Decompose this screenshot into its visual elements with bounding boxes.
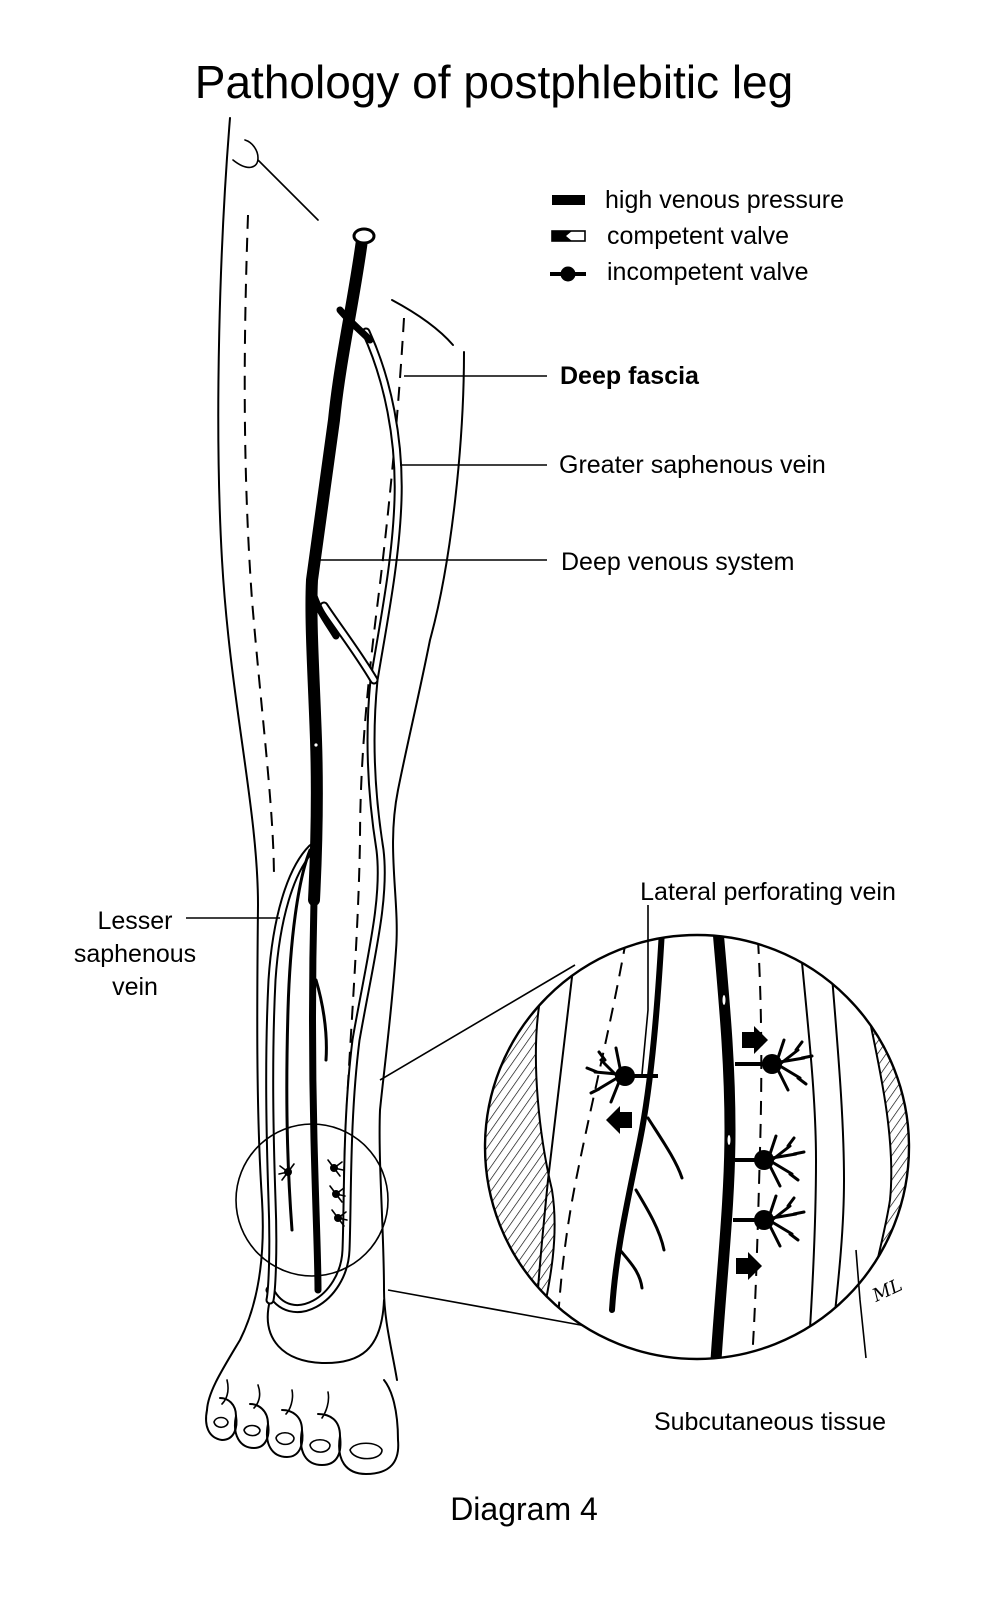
toenail: [213, 1416, 229, 1429]
inset-perforator-right-1: [735, 1038, 814, 1092]
toe-big: [338, 1379, 400, 1475]
flow-arrow-left: [606, 1106, 632, 1134]
artist-signature: ML: [868, 1275, 905, 1307]
label-lateral-perforating-vein: Lateral perforating vein: [640, 878, 896, 906]
label-deep-venous-system: Deep venous system: [561, 548, 794, 576]
deep-fascia-lines: [243, 214, 405, 1181]
label-subcutaneous-tissue: Subcutaneous tissue: [654, 1408, 886, 1436]
inset-fascia-right: [751, 939, 763, 1359]
zoom-line-top: [379, 964, 576, 1081]
deep-vein-branch: [308, 586, 340, 640]
leg-outline-right: [378, 351, 465, 1381]
legend-symbol-incompetent-valve: [550, 266, 586, 282]
gsv-branch-inner: [321, 603, 377, 683]
legend-symbol-competent-valve: [551, 230, 586, 242]
deep-vein-branch-top: [336, 306, 374, 344]
lesser-saphenous-outer: [265, 843, 317, 1305]
diagram-caption: Diagram 4: [450, 1491, 598, 1527]
greater-saphenous-vein: [265, 327, 403, 1313]
legend: high venous pressure competent valve inc…: [550, 186, 844, 286]
inset-vein-left: [609, 935, 665, 1313]
ankle-highlight-circle: [235, 1123, 389, 1277]
lesser-saphenous-inner: [267, 845, 315, 1303]
inset-perforator-right-2: [735, 1134, 806, 1188]
page-title: Pathology of postphlebitic leg: [195, 56, 793, 108]
inset-perforator-right-3: [733, 1194, 806, 1248]
leg-outline-left: [206, 117, 264, 1411]
legend-symbol-high-pressure: [552, 195, 585, 205]
foot-dorsum: [266, 1299, 385, 1365]
toes: [205, 1379, 400, 1475]
legend-label-incompetent-valve: incompetent valve: [607, 258, 809, 286]
deep-venous-system: [285, 227, 376, 1294]
fascia-line-left: [243, 214, 275, 881]
inset-circle: [483, 933, 911, 1361]
inset-branch: [618, 1248, 644, 1290]
ankle-perforators: [278, 1159, 348, 1227]
magnified-inset: ML: [483, 933, 911, 1361]
toe-5: [205, 1397, 238, 1441]
label-leaders: [186, 375, 867, 1359]
thigh-fold: [391, 299, 454, 346]
valve-mark: [727, 1135, 731, 1145]
toenail: [349, 1442, 383, 1460]
valve-mark: [333, 354, 337, 358]
valve-mark: [722, 995, 726, 1005]
inset-perforator-left: [585, 1046, 658, 1104]
toe-2: [300, 1413, 342, 1466]
valve-mark: [314, 743, 318, 747]
deep-vein-posterior-tibial: [285, 848, 312, 1232]
toe-4: [234, 1403, 270, 1449]
inset-fascia-left: [555, 939, 627, 1359]
toenail: [243, 1424, 261, 1437]
greater-saphenous-inner: [267, 329, 401, 1311]
lesser-saphenous-vein: [265, 843, 317, 1305]
label-lesser-saphenous-line3: vein: [112, 973, 158, 1001]
fascia-line-right: [343, 317, 405, 1181]
legend-label-competent-valve: competent valve: [607, 222, 789, 250]
deep-vein-lower: [309, 896, 322, 1294]
toe-3: [266, 1409, 304, 1458]
vein-cross-section: [352, 227, 376, 245]
toenail: [309, 1438, 331, 1453]
flow-arrow-right: [736, 1252, 762, 1280]
toe-creases: [221, 1379, 330, 1419]
legend-label-high-pressure: high venous pressure: [605, 186, 844, 214]
inset-branch: [634, 1188, 666, 1252]
label-lesser-saphenous-line1: Lesser: [97, 907, 172, 935]
zoom-line-bottom: [387, 1289, 609, 1331]
deep-vein-twig: [314, 978, 328, 1062]
hip-crease: [232, 139, 319, 221]
inset-line: [799, 939, 817, 1359]
label-greater-saphenous-vein: Greater saphenous vein: [559, 451, 826, 479]
label-deep-fascia: Deep fascia: [560, 362, 700, 390]
deep-vein-main: [305, 234, 368, 906]
inset-line: [829, 949, 845, 1359]
leg-outline: [205, 117, 465, 1475]
flow-arrow-right: [742, 1026, 768, 1054]
inset-branch: [646, 1116, 684, 1180]
label-lesser-saphenous-line2: saphenous: [74, 940, 196, 968]
toenail: [275, 1431, 295, 1446]
